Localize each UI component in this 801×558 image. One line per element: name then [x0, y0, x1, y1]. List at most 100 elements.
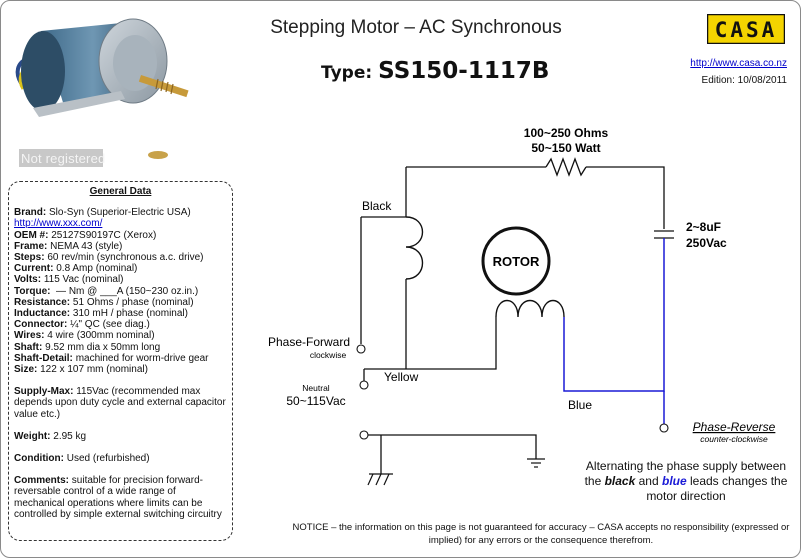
condition-value: Used (refurbished): [66, 453, 150, 465]
weight-value: 2.95 kg: [53, 430, 87, 442]
oem-label: OEM #:: [14, 229, 49, 241]
steps-label: Steps:: [14, 252, 45, 264]
page-title: Stepping Motor – AC Synchronous: [270, 17, 562, 38]
coil-horizontal: [495, 300, 565, 318]
size-row: Size: 122 x 107 mm (nominal): [14, 364, 227, 375]
casa-logo: CASA: [707, 14, 785, 44]
logo-text: CASA: [715, 18, 778, 42]
current-label: Current:: [14, 263, 54, 275]
connector-label: Connector:: [14, 319, 68, 331]
yellow-lead-label: Yellow: [384, 370, 419, 384]
oem-row: OEM #: 25127S90197C (Xerox): [14, 230, 227, 241]
shaft-detail-value: machined for worm-drive gear: [75, 352, 209, 364]
wires-value: 4 wire (300mm nominal): [47, 330, 155, 342]
coil-vertical: [405, 216, 423, 280]
resistance-label: Resistance:: [14, 296, 71, 308]
connector-row: Connector: ¼" QC (see diag.): [14, 319, 227, 330]
size-label: Size:: [14, 364, 38, 376]
torque-row: Torque: — Nm @ ___A (150~230 oz.in.): [14, 286, 227, 297]
torque-label: Torque:: [14, 285, 51, 297]
oem-value: 25127S90197C (Xerox): [51, 229, 157, 241]
wires-black: [360, 166, 665, 474]
supply-value: 115Vac (recommended max depends upon dut…: [14, 386, 226, 420]
rotor-circle: [481, 226, 551, 296]
terminal-neutral: [359, 380, 369, 390]
brand-row: Brand: Slo-Syn (Superior-Electric USA): [14, 207, 227, 218]
supply-row: Supply-Max: 115Vac (recommended max depe…: [14, 386, 227, 420]
shaft-label: Shaft:: [14, 341, 43, 353]
frame-row: Frame: NEMA 43 (style): [14, 241, 227, 252]
caption-text-1: Alternating the phase supply between the: [584, 459, 787, 488]
shaft-detail-label: Shaft-Detail:: [14, 352, 73, 364]
type-value: SS150-1117B: [378, 58, 550, 84]
wires-row: Wires: 4 wire (300mm nominal): [14, 330, 227, 341]
weight-label: Weight:: [14, 430, 51, 442]
size-value: 122 x 107 mm (nominal): [40, 364, 148, 376]
watermark-text: Not registered: [21, 151, 106, 166]
site-link[interactable]: http://www.casa.co.nz: [690, 58, 787, 69]
phase-reverse-label: Phase-Reverse: [693, 420, 776, 434]
capacitor-label-uf: 2~8uF: [686, 220, 721, 234]
caption-text-3: leads changes the motor direction: [646, 474, 788, 503]
wiring-diagram: 100~250 Ohms 50~150 Watt 2~8uF 250Vac Bl…: [268, 126, 776, 486]
neutral-label: Neutral: [302, 383, 330, 393]
notice-text: NOTICE – the information on this page is…: [292, 522, 790, 546]
caption-black-word: black: [604, 474, 636, 488]
wires-label: Wires:: [14, 330, 45, 342]
edition-date: Edition: 10/08/2011: [701, 75, 787, 86]
direction-caption: Alternating the phase supply between the…: [581, 459, 791, 504]
general-data-heading: General Data: [89, 186, 152, 197]
comments-row: Comments: suitable for precision forward…: [14, 475, 227, 520]
volts-label: Volts:: [14, 274, 42, 286]
shaft-value: 9.52 mm dia x 50mm long: [45, 341, 161, 353]
clockwise-label: clockwise: [310, 350, 347, 360]
capacitor-label-vac: 250Vac: [686, 236, 727, 250]
supply-label: Supply-Max:: [14, 386, 74, 398]
resistor-label-watts: 50~150 Watt: [531, 141, 600, 155]
inductance-label: Inductance:: [14, 308, 71, 320]
counter-clockwise-label: counter-clockwise: [700, 434, 768, 444]
type-line: Type:SS150-1117B: [321, 58, 581, 84]
condition-label: Condition:: [14, 453, 64, 465]
brand-label: Brand:: [14, 207, 47, 219]
shaft-row: Shaft: 9.52 mm dia x 50mm long: [14, 342, 227, 353]
comments-label: Comments:: [14, 475, 70, 487]
phase-forward-label: Phase-Forward: [268, 335, 350, 349]
current-row: Current: 0.8 Amp (nominal): [14, 263, 227, 274]
frame-value: NEMA 43 (style): [50, 240, 123, 252]
weight-row: Weight: 2.95 kg: [14, 431, 227, 442]
inductance-value: 310 mH / phase (nominal): [72, 308, 188, 320]
resistance-row: Resistance: 51 Ohms / phase (nominal): [14, 297, 227, 308]
general-data-panel: General Data Brand: Slo-Syn (Superior-El…: [8, 181, 233, 541]
rotor-label: ROTOR: [493, 254, 540, 269]
resistance-value: 51 Ohms / phase (nominal): [72, 296, 194, 308]
shaft-detail-row: Shaft-Detail: machined for worm-drive ge…: [14, 353, 227, 364]
terminal-phase-forward: [356, 344, 366, 354]
comments-value: suitable for precision forward-reversabl…: [14, 475, 222, 520]
brand-link[interactable]: http://www.xxx.com/: [14, 218, 103, 230]
inductance-row: Inductance: 310 mH / phase (nominal): [14, 308, 227, 319]
neutral-volts-label: 50~115Vac: [286, 394, 345, 408]
ground-symbol-left: [367, 473, 393, 486]
terminal-ground-left: [359, 430, 369, 440]
terminal-phase-reverse: [659, 423, 669, 433]
connector-value: ¼" QC (see diag.): [70, 319, 150, 331]
current-value: 0.8 Amp (nominal): [56, 263, 138, 275]
motor-photo: [13, 13, 203, 173]
volts-row: Volts: 115 Vac (nominal): [14, 274, 227, 285]
condition-row: Condition: Used (refurbished): [14, 453, 227, 464]
caption-blue-word: blue: [661, 474, 687, 488]
frame-label: Frame:: [14, 240, 48, 252]
terminals: [356, 344, 669, 440]
torque-value: — Nm @ ___A (150~230 oz.in.): [56, 285, 199, 297]
black-lead-label: Black: [362, 199, 392, 213]
volts-value: 115 Vac (nominal): [43, 274, 124, 286]
resistor-label-ohms: 100~250 Ohms: [524, 126, 609, 140]
brand-value: Slo-Syn (Superior-Electric USA): [49, 207, 191, 219]
capacitor-symbol: [654, 230, 674, 239]
caption-text-2: and: [635, 474, 662, 488]
wire-blue: [563, 238, 665, 392]
blue-lead-label: Blue: [568, 398, 592, 412]
resistor-symbol: [545, 157, 587, 177]
